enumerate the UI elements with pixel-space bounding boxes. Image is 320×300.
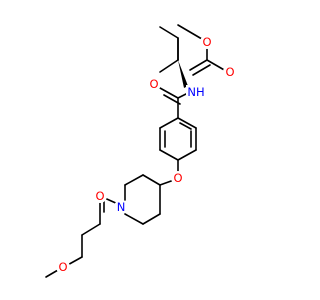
atom-o1-label: O	[202, 35, 211, 49]
oxygen-atom: O	[56, 260, 70, 274]
bond	[45, 269, 59, 278]
atom-n1-label: NH	[187, 85, 204, 99]
bond	[177, 149, 197, 161]
atom-n2-label: N	[117, 200, 126, 214]
atom-o3-label: O	[149, 77, 158, 91]
bond	[142, 174, 161, 186]
bond	[159, 149, 179, 161]
bond	[192, 64, 211, 76]
bond	[159, 59, 179, 73]
bond	[159, 87, 179, 99]
bond-layer	[45, 24, 227, 278]
stereo-wedge	[178, 60, 188, 88]
bond	[124, 213, 144, 225]
bond	[189, 59, 208, 71]
oxygen-atom: O	[171, 171, 185, 185]
oxygen-atom: O	[93, 189, 107, 203]
oxygen-atom: O	[223, 65, 237, 79]
atom-o4-label: O	[173, 171, 182, 185]
bond	[163, 94, 181, 105]
nitrogen-atom: NH	[186, 85, 206, 99]
atom-o5-label: O	[95, 189, 104, 203]
bond	[124, 174, 144, 186]
bond	[206, 59, 227, 72]
bond	[177, 117, 197, 129]
bond	[159, 117, 179, 129]
oxygen-atom: O	[147, 77, 161, 91]
oxygen-atom: O	[200, 35, 214, 49]
bond	[179, 122, 192, 130]
atom-o2-label: O	[225, 65, 234, 79]
atom-label-layer: O O NH O O N O O	[56, 35, 237, 274]
nitrogen-atom: N	[114, 200, 128, 214]
bond	[142, 213, 161, 225]
bond	[159, 26, 179, 39]
molecule-structure: O O NH O O N O O	[45, 24, 237, 278]
atom-o6-label: O	[58, 260, 67, 274]
bond	[81, 223, 101, 236]
